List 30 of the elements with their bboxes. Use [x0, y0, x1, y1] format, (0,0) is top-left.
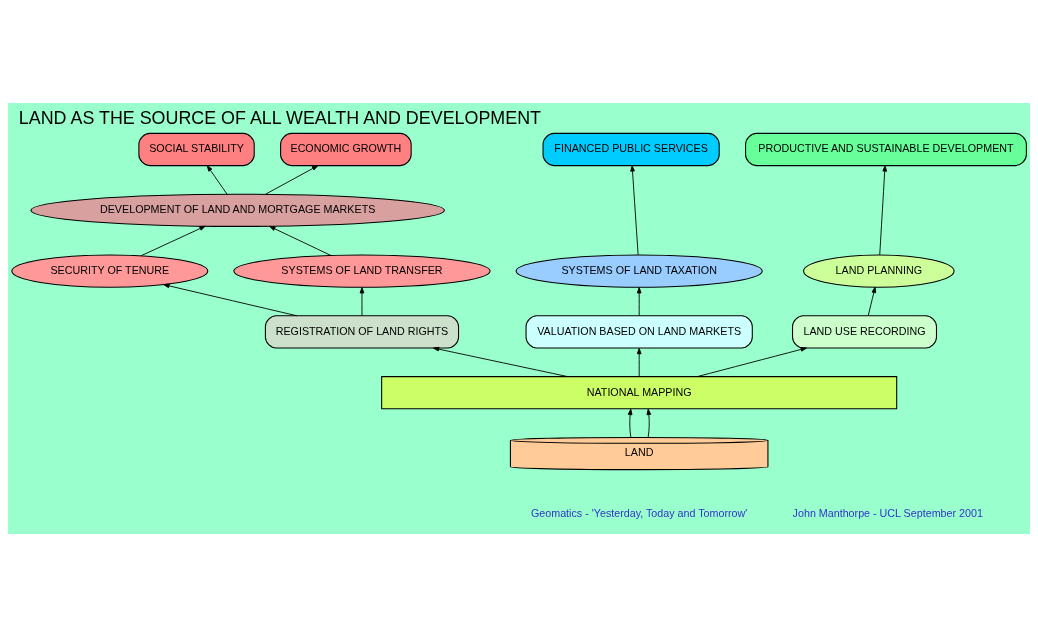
arrow	[879, 165, 888, 256]
node-box: REGISTRATION OF LAND RIGHTS	[264, 315, 460, 349]
arrow	[867, 286, 877, 316]
node-ellipse: LAND PLANNING	[803, 254, 955, 288]
arrow	[269, 225, 332, 256]
node-ellipse: DEVELOPMENT OF LAND AND MORTGAGE MARKETS	[30, 193, 446, 227]
arrow	[697, 347, 807, 377]
arrow	[646, 408, 652, 438]
node-box: ECONOMIC GROWTH	[280, 132, 412, 167]
node-box: NATIONAL MAPPING	[381, 376, 898, 410]
arrow	[163, 283, 298, 317]
node-box: SOCIAL STABILITY	[138, 132, 255, 167]
arrow	[630, 165, 639, 256]
label: Geomatics - 'Yesterday, Today and Tomorrow'	[530, 507, 748, 520]
arrow	[265, 165, 319, 195]
node-ellipse: SYSTEMS OF LAND TRANSFER	[233, 254, 491, 288]
node-box: FINANCED PUBLIC SERVICES	[542, 132, 720, 167]
node-box: PRODUCTIVE AND SUSTAINABLE DEVELOPMENT	[745, 132, 1027, 167]
label: John Manthorpe - UCL September 2001	[792, 507, 983, 520]
arrow	[636, 347, 642, 377]
diagram-title: LAND AS THE SOURCE OF ALL WEALTH AND DEVELOPMENT	[18, 108, 541, 129]
arrow	[206, 165, 228, 195]
node-ellipse: SYSTEMS OF LAND TAXATION	[515, 254, 763, 288]
arrow	[359, 287, 365, 316]
arrow	[432, 346, 568, 377]
arrow	[636, 287, 642, 316]
arrow	[140, 225, 206, 257]
node-box: VALUATION BASED ON LAND MARKETS	[525, 315, 753, 349]
node-box: LAND USE RECORDING	[792, 315, 938, 349]
arrow	[627, 408, 633, 438]
